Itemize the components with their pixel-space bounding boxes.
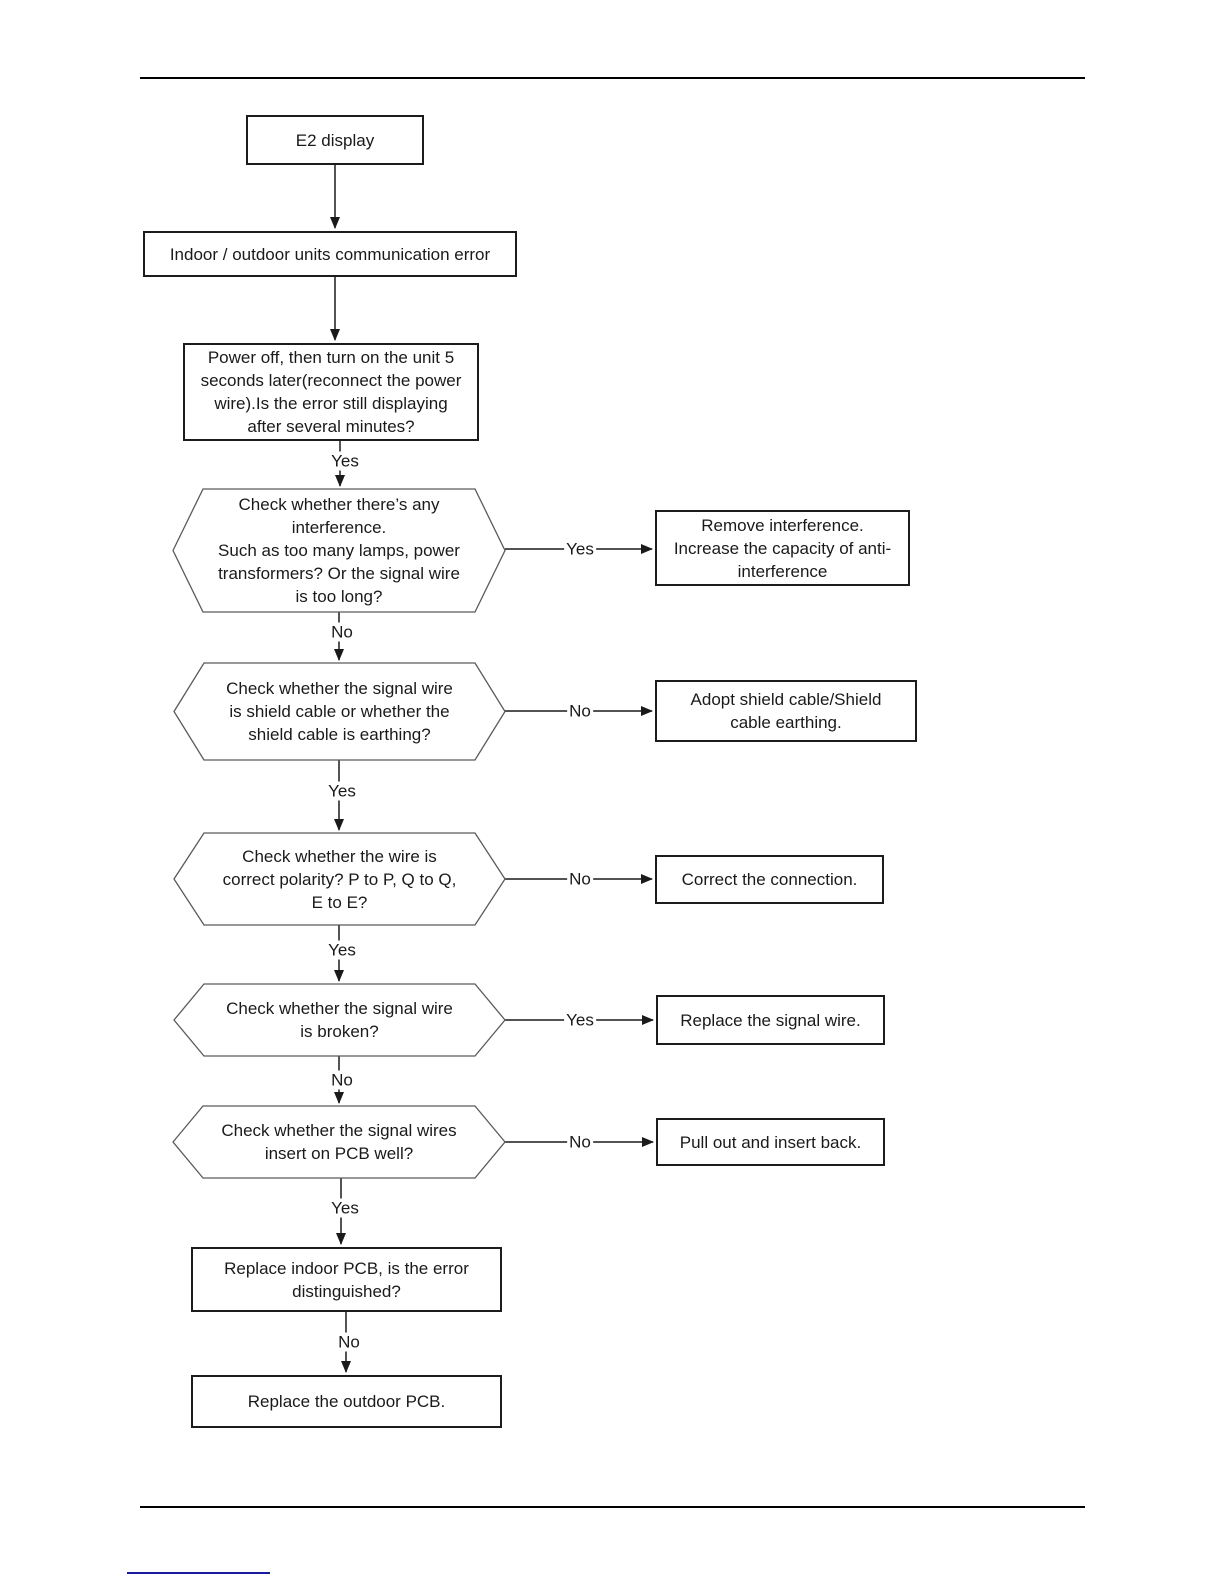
decision-shape-pcb-insertion — [172, 1105, 506, 1179]
node-label: Adopt shield cable/Shield cable earthing… — [690, 690, 882, 732]
footer-rule — [140, 1506, 1085, 1508]
decision-shape-shield-cable — [173, 662, 506, 761]
node-remove-interference: Remove interference. Increase the capaci… — [655, 510, 910, 586]
node-replace-signal-wire: Replace the signal wire. — [656, 995, 885, 1045]
edge-label-no: No — [567, 1132, 593, 1152]
decision-shape-polarity — [173, 832, 506, 926]
node-e2-display: E2 display — [246, 115, 424, 165]
node-label: Replace the signal wire. — [680, 1010, 861, 1030]
edge-label-no: No — [567, 869, 593, 889]
node-label: Power off, then turn on the unit 5 secon… — [200, 348, 462, 436]
node-pull-out-insert-back: Pull out and insert back. — [656, 1118, 885, 1166]
node-label: Replace indoor PCB, is the error disting… — [224, 1258, 469, 1301]
decision-shape-interference — [172, 488, 506, 613]
node-label: Correct the connection. — [681, 870, 858, 889]
decision-shape-wire-broken — [173, 983, 506, 1057]
footer-link-underline[interactable] — [127, 1572, 270, 1574]
decision-label: Check whether the wire is correct polari… — [222, 846, 457, 912]
edge-label-yes: Yes — [326, 940, 358, 960]
node-label: Remove interference. Increase the capaci… — [673, 515, 892, 581]
node-replace-indoor-pcb: Replace indoor PCB, is the error disting… — [191, 1247, 502, 1312]
edge-label-yes: Yes — [329, 1198, 361, 1218]
decision-shield-cable: Check whether the signal wire is shield … — [174, 663, 505, 760]
node-correct-connection: Correct the connection. — [655, 855, 884, 904]
edge-label-yes: Yes — [564, 1010, 596, 1030]
node-label: Replace the outdoor PCB. — [247, 1392, 446, 1411]
edge-label-yes: Yes — [326, 781, 358, 801]
edge-label-no: No — [567, 701, 593, 721]
node-label: Pull out and insert back. — [679, 1132, 862, 1152]
decision-polarity: Check whether the wire is correct polari… — [174, 833, 505, 925]
node-label: E2 display — [295, 130, 375, 150]
decision-label: Check whether the signal wire is shield … — [226, 679, 453, 744]
edge-label-no: No — [329, 622, 355, 642]
decision-interference: Check whether there’s any interference. … — [173, 489, 505, 612]
node-power-cycle-question: Power off, then turn on the unit 5 secon… — [183, 343, 479, 441]
node-label: Indoor / outdoor units communication err… — [169, 244, 491, 264]
decision-pcb-insertion: Check whether the signal wires insert on… — [173, 1106, 505, 1178]
node-adopt-shield-cable: Adopt shield cable/Shield cable earthing… — [655, 680, 917, 742]
decision-wire-broken: Check whether the signal wire is broken? — [174, 984, 505, 1056]
edge-label-yes: Yes — [564, 539, 596, 559]
node-replace-outdoor-pcb: Replace the outdoor PCB. — [191, 1375, 502, 1428]
edge-label-yes: Yes — [329, 451, 361, 471]
decision-label: Check whether the signal wires insert on… — [221, 1121, 457, 1163]
decision-label: Check whether the signal wire is broken? — [226, 999, 453, 1041]
decision-label: Check whether there’s any interference. … — [218, 495, 460, 606]
header-rule — [140, 77, 1085, 79]
edge-label-no: No — [336, 1332, 362, 1352]
node-communication-error: Indoor / outdoor units communication err… — [143, 231, 517, 277]
edge-label-no: No — [329, 1070, 355, 1090]
